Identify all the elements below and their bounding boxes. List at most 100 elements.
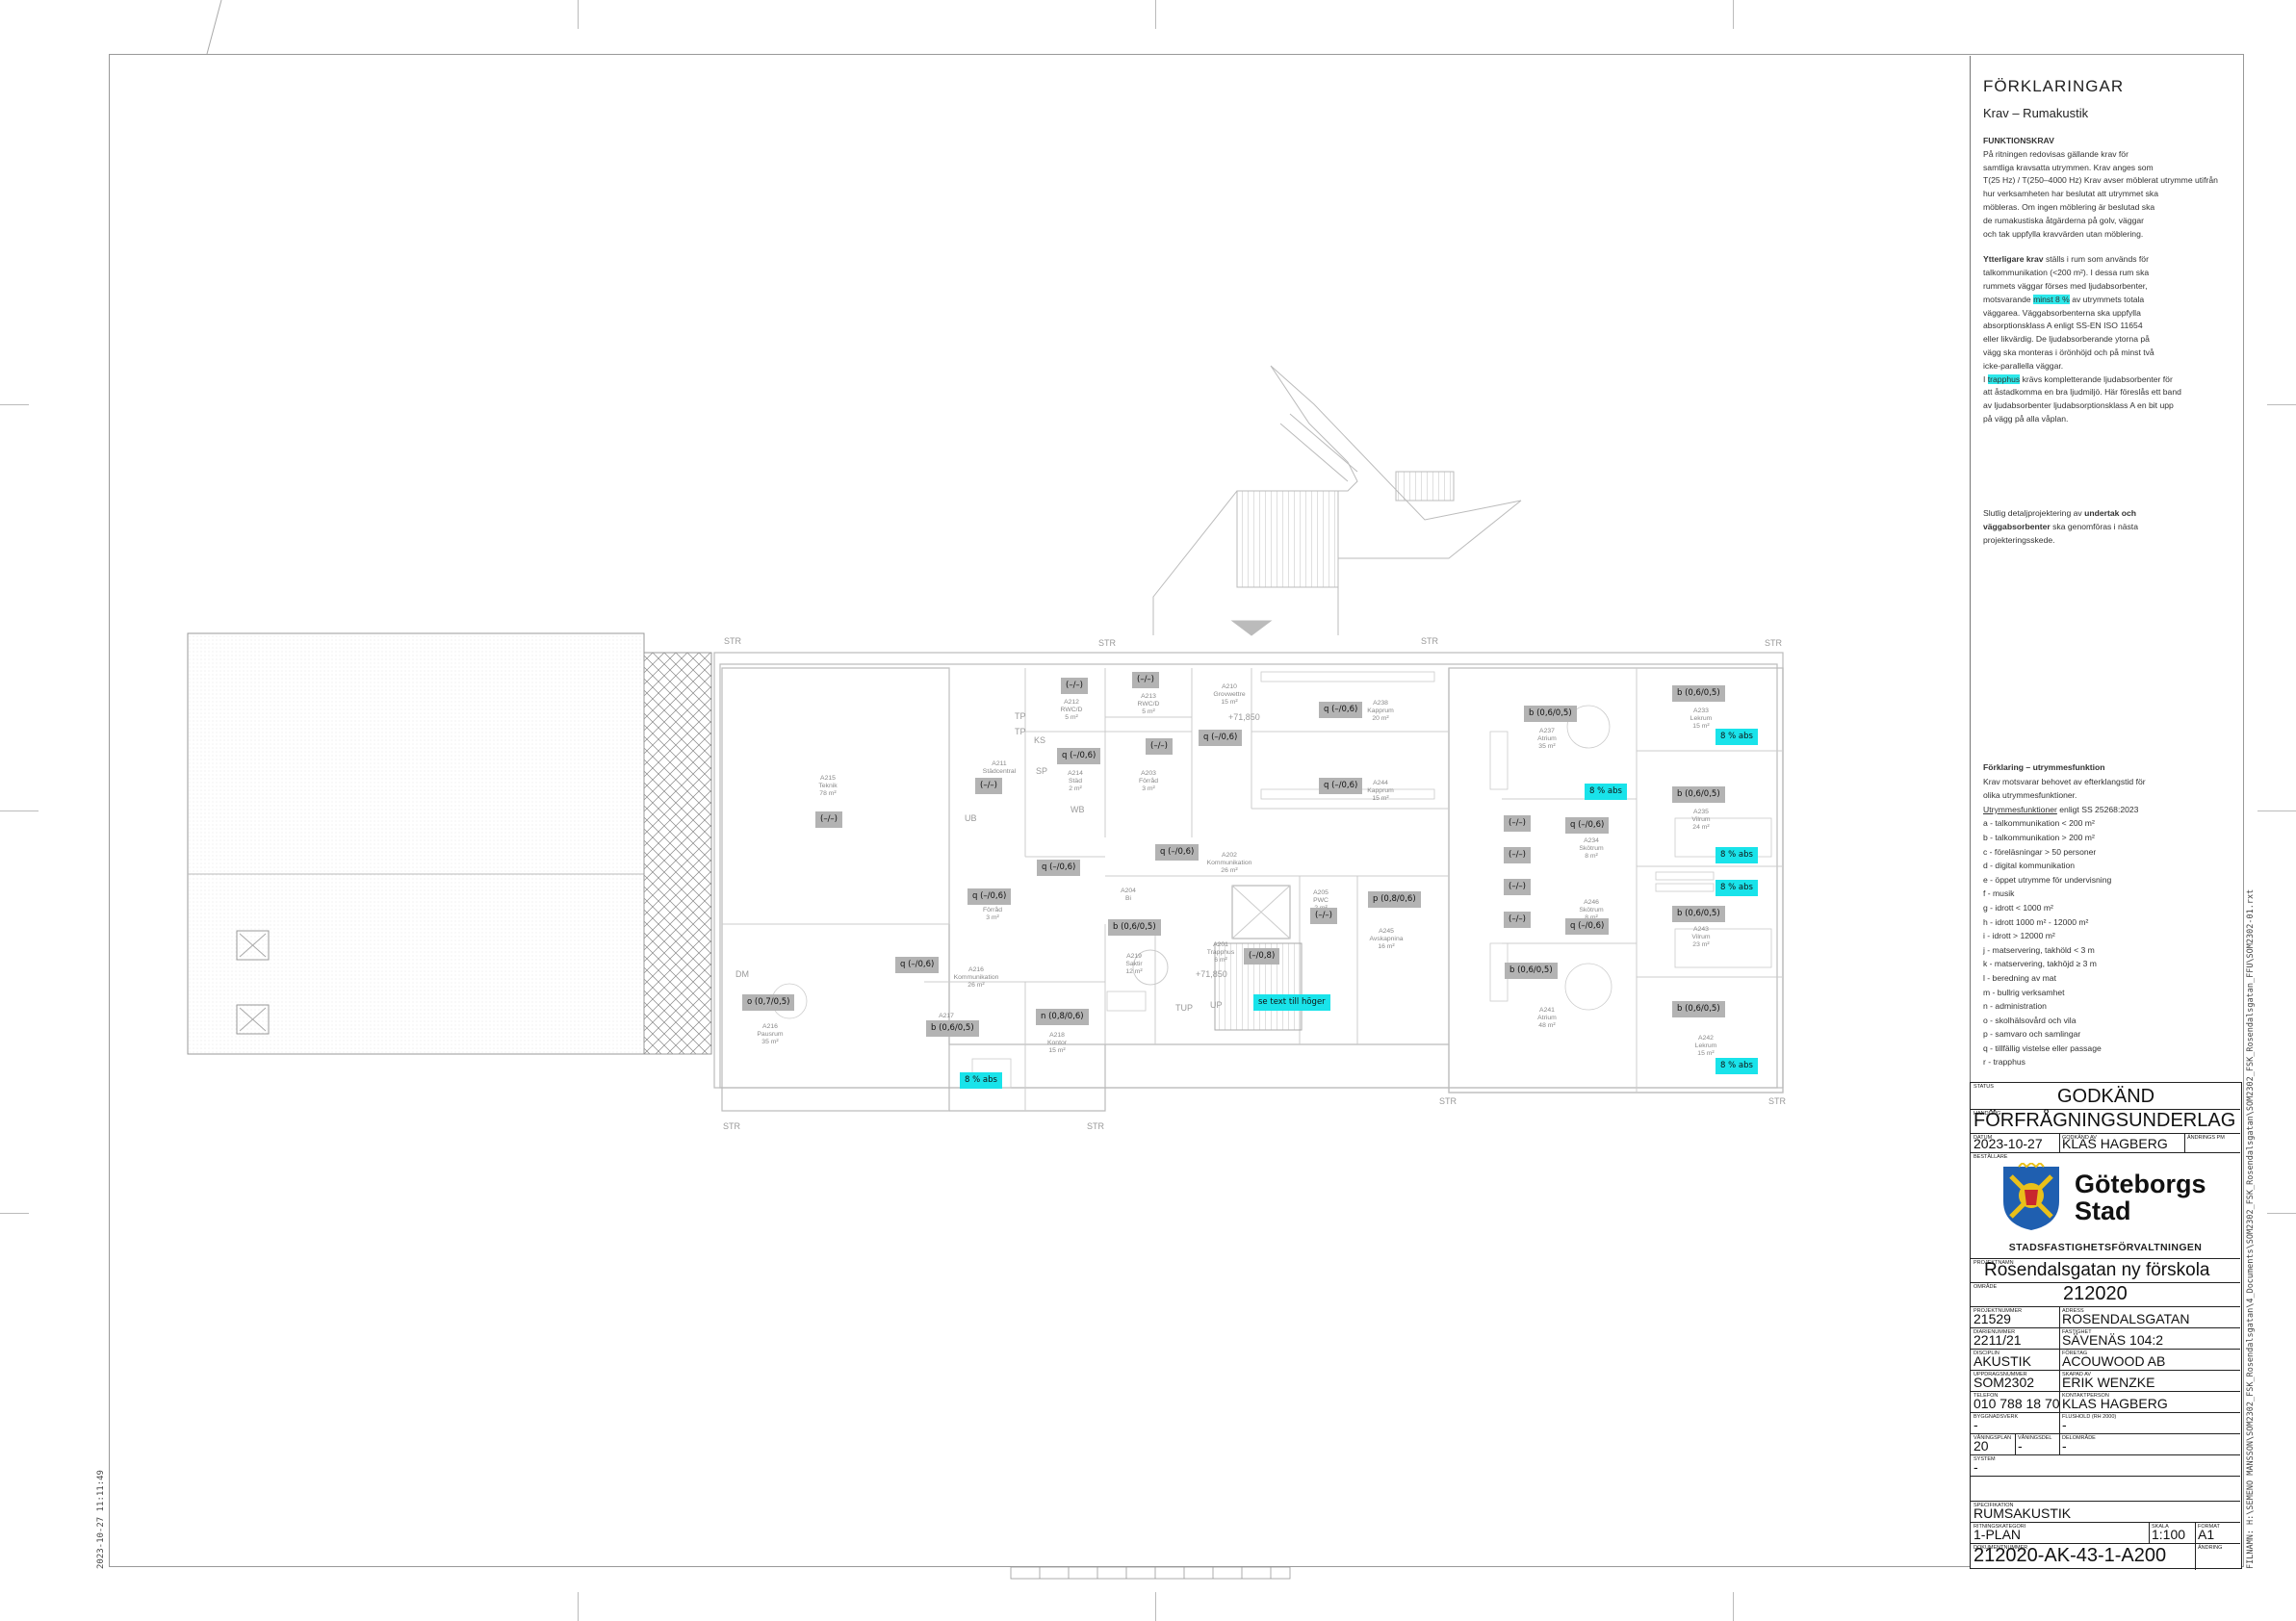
legend-line: av ljudabsorbenter ljudabsorptionsklass … [1983,400,2174,411]
drawing-sheet-border [109,54,2244,1567]
plan-label: UP [1210,1000,1223,1010]
legend-p4c: ska genomföras i nästa [2050,521,2138,531]
legend-line: icke-parallella väggar. [1983,360,2064,371]
gothenburg-coat-of-arms-icon [2003,1163,2059,1230]
function-item: a - talkommunikation < 200 m² [1983,818,2095,829]
skala-value: 1:100 [2152,1527,2186,1542]
acoustic-requirement-tag: b (0,6/0,5) [1672,786,1725,803]
room-label: A202 Kommunikation 26 m² [1206,852,1252,874]
ritningskategori-caption: RITNINGSKATEGORI [1974,1524,2026,1530]
room-label: A244 Kapprum 15 m² [1367,780,1394,802]
crop-mark [1733,1592,1734,1621]
legend-panel [1970,56,2242,1565]
omrade-value: 212020 [2063,1283,2128,1304]
acoustic-requirement-tag: (–/–) [1146,738,1173,755]
bestallare-caption: BESTÄLLARE [1974,1154,2008,1160]
absorbent-requirement-tag: 8 % abs [960,1072,1002,1089]
vaningsplan-value: 20 [1974,1438,1989,1454]
legend-p3b: krävs kompletterande ljudabsorbenter för [2020,373,2173,384]
function-item: b - talkommunikation > 200 m² [1983,832,2095,842]
vaningsdel-caption: VÅNINGSDEL [2018,1435,2052,1441]
function-item: k - matservering, takhöjd ≥ 3 m [1983,959,2097,969]
room-label: A233 Lekrum 15 m² [1690,708,1713,730]
room-label: A218 Kontor 15 m² [1046,1032,1068,1054]
crop-mark [1155,1592,1156,1621]
acoustic-requirement-tag: q (–/0,6) [895,957,940,973]
acoustic-requirement-tag: b (0,6/0,5) [1524,706,1577,722]
room-label: A203 Förråd 3 m² [1138,770,1159,792]
room-label: A204 Bi [1121,888,1136,902]
legend-line: T(25 Hz) / T(250–4000 Hz) Krav avser möb… [1983,175,2218,186]
legend-line: hur verksamheten har beslutat att utrymm… [1983,189,2158,199]
room-label: A234 Skötrum 8 m² [1579,837,1604,860]
function-item: n - administration [1983,1001,2047,1012]
uppdrag-caption: UPPDRAGSNUMMER [1974,1372,2027,1377]
foretag-caption: FÖRETAG [2062,1351,2088,1356]
function-item: e - öppet utrymme för undervisning [1983,874,2112,885]
function-intro-1: Krav motsvarar behovet av efterklangstid… [1983,776,2146,786]
legend-p2-line2: talkommunikation (<200 m²). I dessa rum … [1983,268,2150,278]
room-label: A242 Lekrum 15 m² [1694,1035,1717,1057]
legend-p2-lines: väggarea. Väggabsorbenterna ska uppfylla… [1983,307,2233,373]
legend-funktionskrav: FUNKTIONSKRAV På ritningen redovisas gäl… [1983,135,2233,426]
acoustic-requirement-tag: q (–/0,6) [1199,730,1243,746]
dokumentnummer-value: 212020-AK-43-1-A200 [1974,1545,2167,1566]
legend-line: eller likvärdig. De ljudabsorberande yto… [1983,334,2150,345]
legend-p4a: Slutlig detaljprojektering av [1983,508,2085,518]
acoustic-requirement-tag: b (0,6/0,5) [1672,906,1725,922]
room-label: A238 Kapprum 20 m² [1367,700,1394,722]
delomrade-value: - [2062,1438,2067,1454]
kontakt-value: KLAS HAGBERG [2062,1396,2168,1411]
room-label: A241 Atrium 48 m² [1537,1007,1557,1029]
byggnadsverk-caption: BYGGNADSVERK [1974,1414,2019,1420]
crop-mark [0,404,29,405]
function-item: i - idrott > 12000 m² [1983,931,2055,941]
plan-label: STR [1087,1121,1104,1131]
acoustic-requirement-tag: (–/–) [815,811,842,828]
telefon-caption: TELEFON [1974,1393,1999,1399]
function-item: c - föreläsningar > 50 personer [1983,846,2097,857]
plan-label: STR [723,1121,740,1131]
acoustic-requirement-tag: b (0,6/0,5) [926,1020,979,1037]
handling-value: FÖRFRÅGNINGSUNDERLAG [1974,1110,2236,1131]
crop-mark [578,1592,579,1621]
delomrade-caption: DELOMRÅDE [2062,1435,2096,1441]
room-label: A212 RWC/D 5 m² [1060,699,1083,721]
skala-caption: SKALA [2152,1524,2169,1530]
room-label: A210 Grovwettre 15 m² [1213,683,1246,706]
godkand-caption: GODKÄND AV [2062,1135,2097,1141]
legend-line: de rumakustiska åtgärderna på golv, vägg… [1983,215,2145,225]
legend-p2-line4b: av utrymmets totala [2069,294,2145,304]
crop-mark [2267,1213,2296,1214]
plan-label: +71,850 [1196,969,1227,979]
legend-line: absorptionsklass A enligt SS-EN ISO 1165… [1983,321,2143,331]
plan-label: KS [1034,735,1046,745]
function-std-b: enligt SS 25268:2023 [2056,804,2139,814]
plan-label: STR [724,636,741,646]
acoustic-requirement-tag: b (0,6/0,5) [1672,685,1725,702]
projektnummer-value: 21529 [1974,1311,2011,1326]
acoustic-requirement-tag: q (–/0,6) [1037,860,1081,876]
absorbent-requirement-tag: 8 % abs [1585,784,1627,800]
absorbent-requirement-tag: se text till höger [1253,994,1330,1011]
room-label: A235 Vilrum 24 m² [1691,809,1711,831]
flushold-caption: FLUSHOLD (RH 2000) [2062,1414,2117,1420]
file-path: FILNAMN: H:\SEMENO MANSSON\SOM2302_FSK_R… [2246,888,2256,1569]
function-legend: Förklaring – utrymmesfunktion Krav motsv… [1983,760,2243,1069]
title-block: STATUS GODKÄND HANDLING FÖRFRÅGNINGSUNDE… [1970,1082,2242,1570]
acoustic-requirement-tag: (–/–) [1132,672,1159,688]
plan-label: SP [1036,766,1048,776]
legend-line: att åstadkomma en bra ljudmiljö. Här för… [1983,387,2181,398]
projektnummer-caption: PROJEKTNUMMER [1974,1308,2023,1314]
plan-label: TP [1015,711,1026,721]
legend-p2-line3: rummets väggar förses med ljudabsorbente… [1983,280,2148,291]
adress-caption: ADRESS [2062,1308,2084,1314]
acoustic-requirement-tag: (–/0,8) [1244,948,1280,965]
system-caption: SYSTEM [1974,1456,1996,1462]
plan-label: TUP [1175,1003,1193,1013]
format-value: A1 [2198,1527,2215,1542]
godkand-value: KLAS HAGBERG [2062,1136,2168,1151]
crop-mark [0,1213,29,1214]
org-department: STADSFASTIGHETSFÖRVALTNINGEN [2008,1242,2203,1253]
ritningskategori-value: 1-PLAN [1974,1527,2022,1542]
